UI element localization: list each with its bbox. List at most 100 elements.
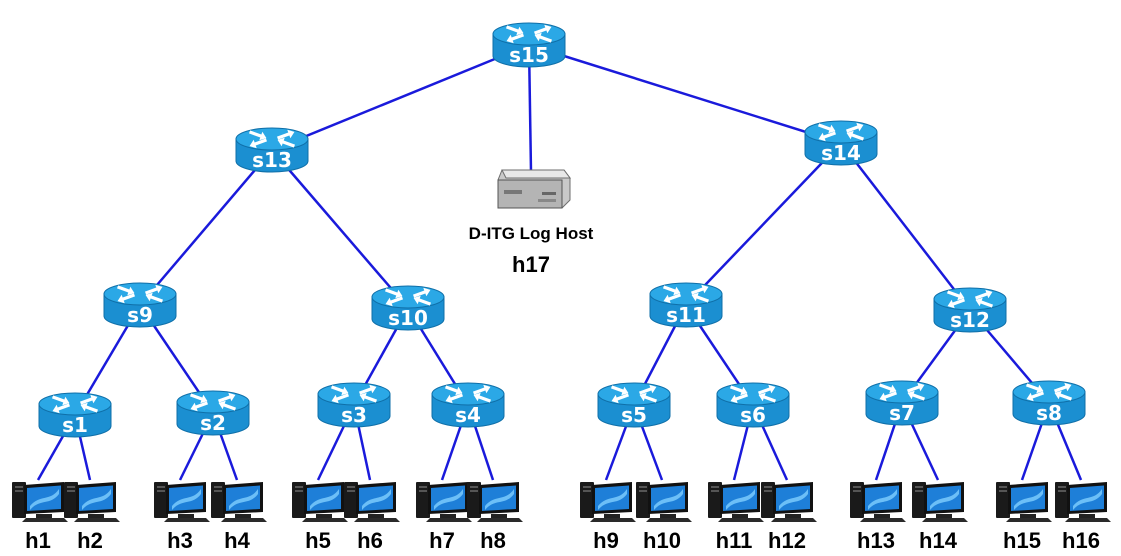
link-s13-s10: [271, 149, 409, 309]
host-label: h7: [429, 528, 455, 553]
host-label: h5: [305, 528, 331, 553]
switch-s9[interactable]: s9: [103, 282, 177, 328]
router-icon: [317, 382, 391, 428]
host-label: h4: [224, 528, 250, 553]
computer-icon: [761, 482, 817, 522]
host-h3[interactable]: h3: [154, 482, 210, 553]
host-h16[interactable]: h16: [1055, 482, 1111, 553]
host-label: h6: [357, 528, 383, 553]
host-label: h13: [857, 528, 895, 553]
link-s13-s9: [139, 149, 273, 306]
switch-label: s12: [950, 308, 990, 332]
switch-s10[interactable]: s10: [371, 285, 445, 331]
host-label: h2: [77, 528, 103, 553]
switch-label: s4: [455, 403, 481, 427]
router-icon: [38, 392, 112, 438]
host-h15[interactable]: h15: [996, 482, 1052, 553]
router-icon: [716, 382, 790, 428]
router-icon: [1012, 380, 1086, 426]
host-label: h10: [643, 528, 681, 553]
switch-s13[interactable]: s13: [235, 127, 309, 173]
host-h7[interactable]: h7: [416, 482, 472, 553]
switch-label: s2: [200, 411, 226, 435]
host-h6[interactable]: h6: [344, 482, 400, 553]
computer-icon: [580, 482, 636, 522]
router-icon: [492, 22, 566, 68]
switch-s12[interactable]: s12: [933, 287, 1007, 333]
computer-icon: [1055, 482, 1111, 522]
computer-icon: [850, 482, 906, 522]
switch-label: s13: [252, 148, 292, 172]
log-host-caption: D-ITG Log Host: [469, 224, 594, 243]
router-icon: [235, 127, 309, 173]
host-h9[interactable]: h9: [580, 482, 636, 553]
host-label: h1: [25, 528, 51, 553]
link-s14-s12: [840, 142, 971, 311]
switch-label: s9: [127, 303, 153, 327]
host-h4[interactable]: h4: [211, 482, 267, 553]
host-label: h16: [1062, 528, 1100, 553]
host-label: h14: [919, 528, 958, 553]
host-h11[interactable]: h11: [708, 482, 764, 553]
host-label: h15: [1003, 528, 1041, 553]
host-label: h3: [167, 528, 193, 553]
switch-label: s3: [341, 403, 367, 427]
router-icon: [176, 390, 250, 436]
switch-label: s10: [388, 306, 428, 330]
router-icon: [371, 285, 445, 331]
log-host-name: h17: [512, 252, 550, 277]
computer-icon: [636, 482, 692, 522]
switch-s14[interactable]: s14: [804, 120, 878, 166]
switch-label: s14: [821, 141, 861, 165]
switch-s6[interactable]: s6: [716, 382, 790, 428]
host-h13[interactable]: h13: [850, 482, 906, 553]
host-h8[interactable]: h8: [467, 482, 523, 553]
switch-s3[interactable]: s3: [317, 382, 391, 428]
computer-icon: [708, 482, 764, 522]
switch-s7[interactable]: s7: [865, 380, 939, 426]
host-h14[interactable]: h14: [912, 482, 968, 553]
host-h12[interactable]: h12: [761, 482, 817, 553]
computer-icon: [154, 482, 210, 522]
host-h2[interactable]: h2: [64, 482, 120, 553]
computer-icon: [467, 482, 523, 522]
router-icon: [804, 120, 878, 166]
computer-icon: [211, 482, 267, 522]
router-icon: [933, 287, 1007, 333]
computer-icon: [344, 482, 400, 522]
switch-label: s8: [1036, 401, 1062, 425]
switch-s4[interactable]: s4: [431, 382, 505, 428]
host-label: h8: [480, 528, 506, 553]
switch-label: s15: [509, 43, 549, 67]
switch-label: s6: [740, 403, 766, 427]
switch-s15[interactable]: s15: [492, 22, 566, 68]
link-s15-s14: [528, 43, 842, 145]
switch-s11[interactable]: s11: [649, 282, 723, 328]
switch-label: s11: [666, 303, 706, 327]
router-icon: [103, 282, 177, 328]
switch-s1[interactable]: s1: [38, 392, 112, 438]
switch-s2[interactable]: s2: [176, 390, 250, 436]
host-h5[interactable]: h5: [292, 482, 348, 553]
host-h1[interactable]: h1: [12, 482, 68, 553]
computer-icon: [996, 482, 1052, 522]
host-h10[interactable]: h10: [636, 482, 692, 553]
router-icon: [865, 380, 939, 426]
computer-icon: [64, 482, 120, 522]
server-icon: [497, 169, 571, 209]
router-icon: [431, 382, 505, 428]
switch-s8[interactable]: s8: [1012, 380, 1086, 426]
switch-label: s1: [62, 413, 88, 437]
host-layer: h1 h2 h3 h4 h5 h6 h7 h8 h9 h10 h11 h12 h13 h14 h15 h16: [12, 482, 1111, 553]
computer-icon: [912, 482, 968, 522]
log-host: D-ITG Log Host h17: [469, 169, 594, 277]
host-label: h11: [716, 528, 753, 553]
switch-layer: s15 s13 s14 s9 s10 s11 s12 s1 s2 s3 s4 s5 s6 s7 s8: [38, 22, 1086, 438]
router-icon: [597, 382, 671, 428]
link-s15-s13: [271, 43, 530, 152]
switch-label: s5: [621, 403, 647, 427]
host-label: h9: [593, 528, 619, 553]
switch-s5[interactable]: s5: [597, 382, 671, 428]
computer-icon: [416, 482, 472, 522]
